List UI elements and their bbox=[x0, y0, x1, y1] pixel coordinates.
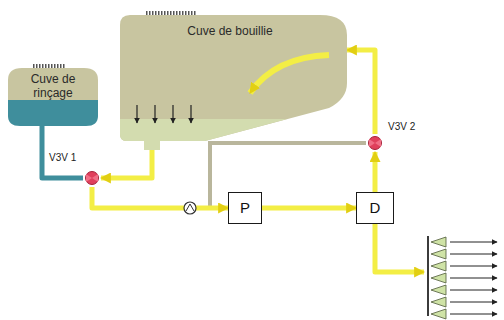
three-way-valve-outline bbox=[366, 134, 384, 152]
spray-arrow bbox=[450, 242, 497, 243]
three-way-valve-outline bbox=[83, 169, 101, 187]
valve-label: V3V 1 bbox=[49, 152, 76, 164]
nozzle bbox=[431, 249, 446, 259]
nozzle bbox=[431, 261, 446, 271]
three-way-valve: V3V 1 bbox=[83, 169, 101, 187]
process-box: D bbox=[356, 192, 394, 224]
flow-pipe bbox=[347, 50, 375, 134]
boom-pipe bbox=[375, 224, 424, 272]
spray-arrow bbox=[450, 254, 497, 255]
nozzle bbox=[431, 297, 446, 307]
spray-arrow bbox=[450, 266, 497, 267]
nozzle bbox=[431, 285, 446, 295]
nozzle bbox=[431, 309, 446, 319]
pump-symbol bbox=[184, 202, 196, 214]
three-way-valve: V3V 2 bbox=[366, 134, 384, 152]
spray-arrow bbox=[450, 278, 497, 279]
rinse-pipe bbox=[42, 126, 83, 178]
spray-arrow bbox=[450, 302, 497, 303]
spray-arrow bbox=[450, 314, 497, 315]
flow-pipe bbox=[101, 150, 152, 178]
flow-pipe bbox=[92, 187, 228, 208]
flow-pipe bbox=[262, 206, 356, 211]
nozzle bbox=[431, 237, 446, 247]
nozzle bbox=[431, 273, 446, 283]
tank-label: Cuve de bouillie bbox=[170, 25, 290, 39]
process-box: P bbox=[228, 192, 262, 224]
box-label: P bbox=[240, 199, 250, 216]
tank-label: Cuve de rinçage bbox=[16, 73, 90, 101]
nozzle-boom bbox=[428, 236, 497, 319]
valve-label: V3V 2 bbox=[388, 121, 415, 133]
rinse-tank: Cuve de rinçage bbox=[8, 68, 98, 126]
flow-pipe bbox=[373, 152, 378, 192]
slurry-tank: Cuve de bouillie bbox=[115, 13, 347, 150]
spray-arrow bbox=[450, 290, 497, 291]
box-label: D bbox=[370, 199, 381, 216]
